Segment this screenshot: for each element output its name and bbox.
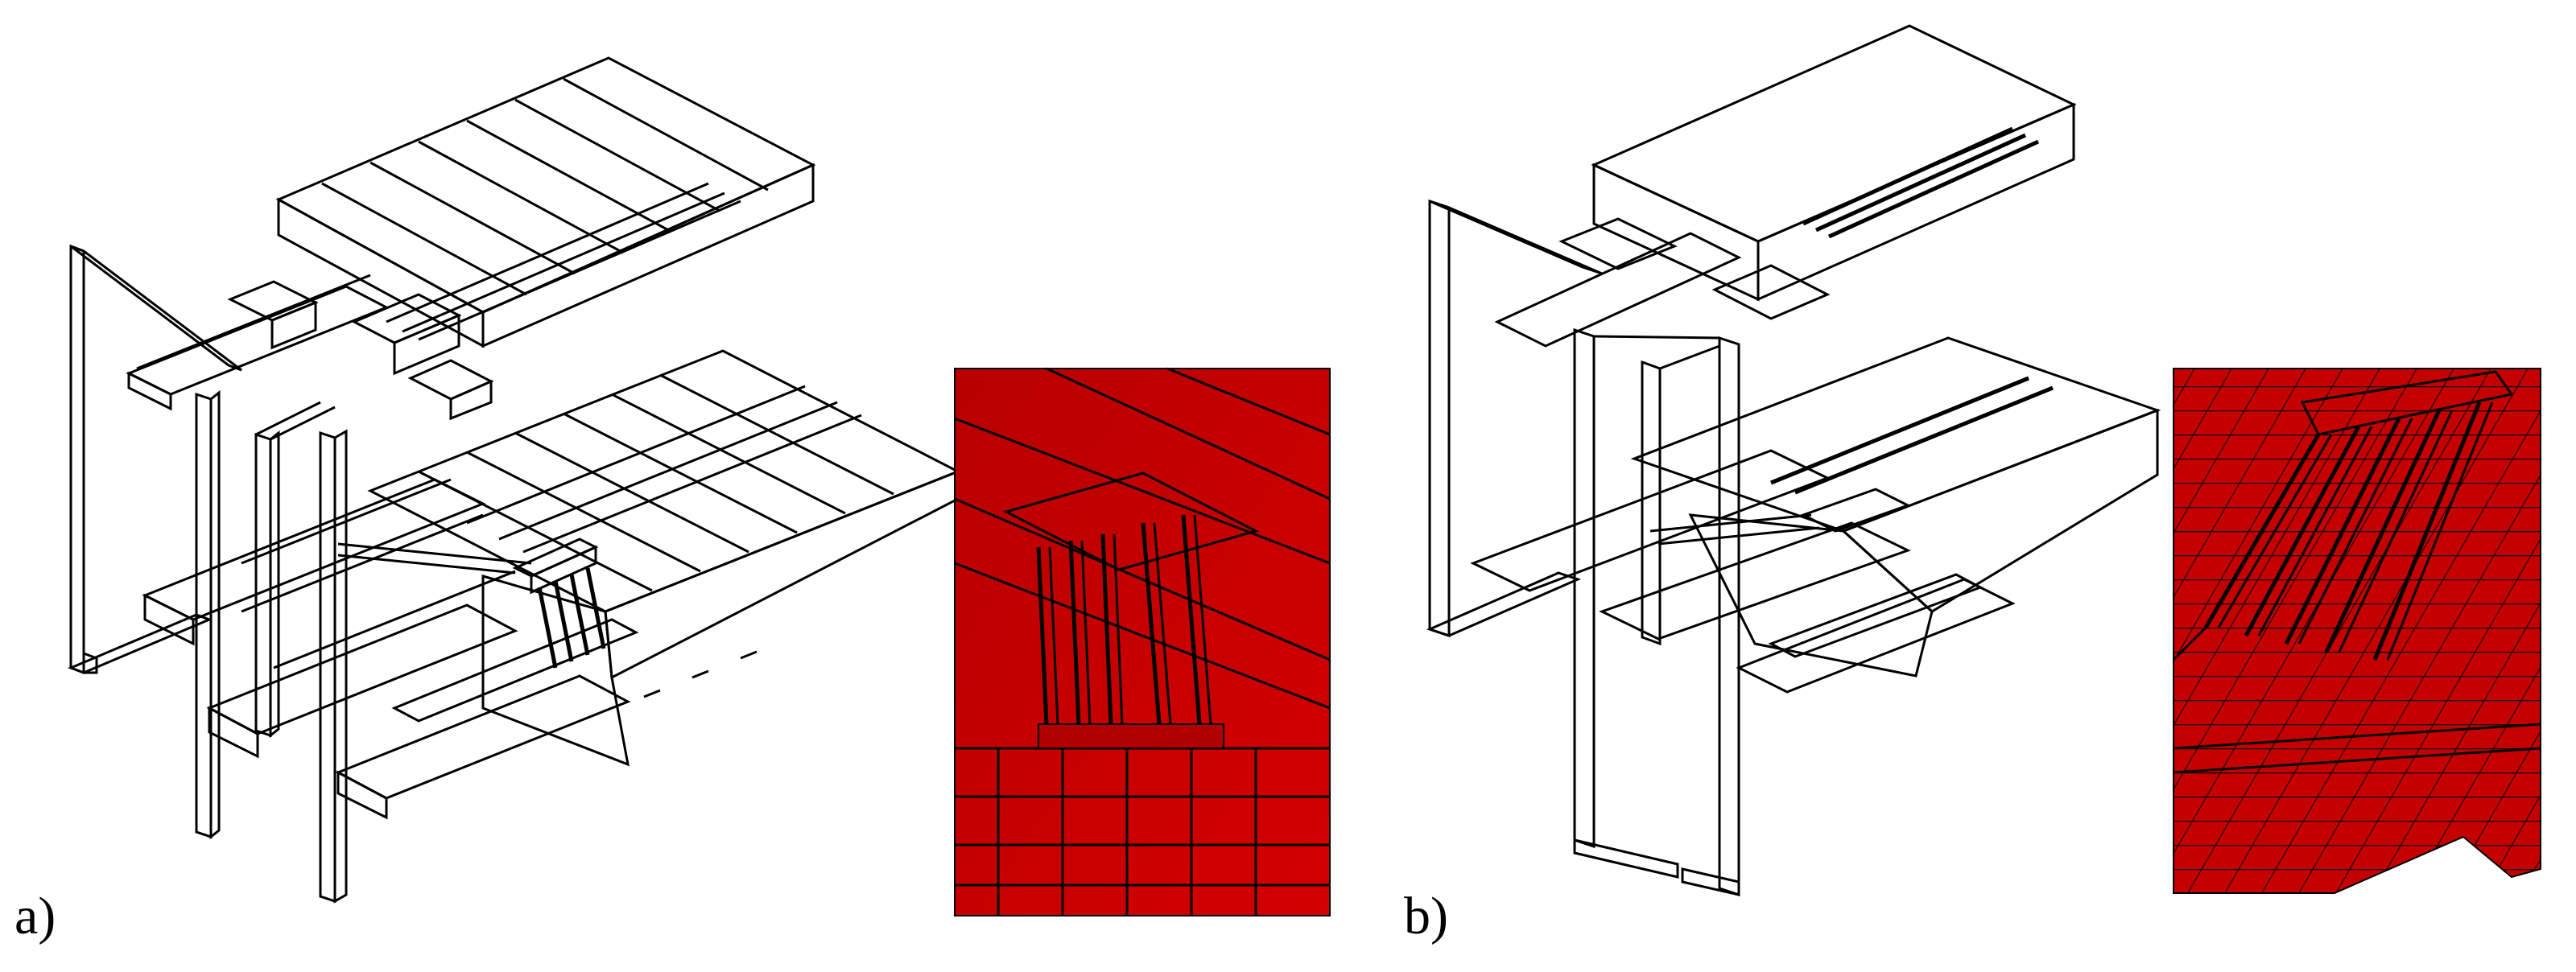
lower-slab-b — [1630, 336, 2161, 678]
ties-a — [337, 537, 606, 669]
panel-label-a: a) — [14, 887, 56, 945]
columns-a — [195, 389, 348, 904]
inset-a — [954, 367, 1331, 916]
lower-beams-a — [142, 478, 639, 820]
connector-blocks-a — [126, 274, 494, 421]
columns-b — [1573, 327, 1740, 897]
panel-label-b: b) — [1404, 887, 1448, 945]
lower-beams-b — [1470, 449, 2016, 694]
panel-b: b) — [1404, 24, 2541, 945]
ties-b — [1649, 488, 1911, 546]
inset-b — [2172, 368, 2541, 894]
panel-a: a) — [14, 56, 1331, 945]
frame-b — [1426, 199, 1831, 638]
frame-a — [67, 244, 242, 675]
lower-slab-a — [367, 349, 961, 767]
upper-slab-b — [1591, 24, 2077, 302]
upper-slab-a — [275, 56, 816, 348]
